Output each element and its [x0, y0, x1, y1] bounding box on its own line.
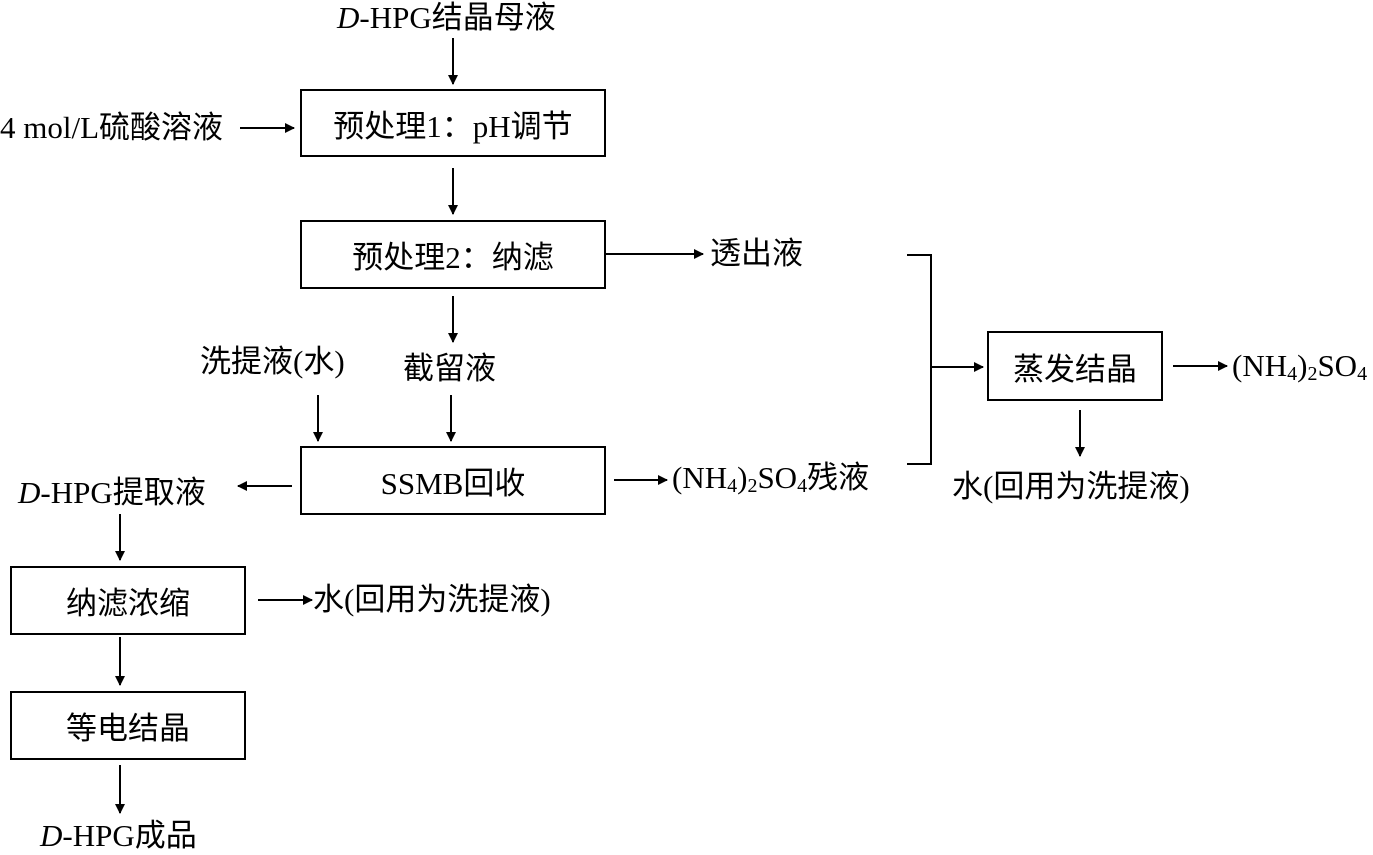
label-acid-input: 4 mol/L硫酸溶液	[0, 110, 224, 145]
box-ssmb-label: SSMB回收	[380, 466, 526, 501]
box-pretreat2: 预处理2：纳滤	[300, 220, 606, 289]
box-ssmb: SSMB回收	[300, 446, 606, 515]
box-evaporative-crystallization: 蒸发结晶	[987, 331, 1163, 401]
label-dhpg-product: D-HPG成品	[40, 818, 197, 853]
label-mother-liquor: D-HPG结晶母液	[337, 0, 556, 35]
label-ammonium-sulfate-residue: (NH4)2SO4残液	[672, 460, 870, 497]
label-dhpg-extract: D-HPG提取液	[18, 475, 206, 510]
label-water-recycle-nf: 水(回用为洗提液)	[313, 582, 551, 617]
box-evap-label: 蒸发结晶	[1013, 351, 1137, 387]
box-isoelectric-crystallization: 等电结晶	[10, 691, 246, 760]
box-nf-label: 纳滤浓缩	[66, 586, 190, 621]
merge-bracket	[907, 254, 932, 465]
box-pretreat1: 预处理1：pH调节	[300, 89, 606, 157]
label-ammonium-sulfate-product: (NH4)2SO4	[1232, 348, 1368, 385]
box-iso-label: 等电结晶	[66, 711, 190, 746]
box-pretreat1-label: 预处理1：pH调节	[333, 108, 573, 144]
box-pretreat2-label: 预处理2：纳滤	[352, 240, 554, 275]
label-eluent-input: 洗提液(水)	[200, 344, 345, 379]
label-retentate: 截留液	[403, 351, 496, 386]
box-nf-concentration: 纳滤浓缩	[10, 566, 246, 635]
label-water-recycle-evap: 水(回用为洗提液)	[952, 469, 1190, 504]
label-permeate: 透出液	[710, 236, 803, 271]
